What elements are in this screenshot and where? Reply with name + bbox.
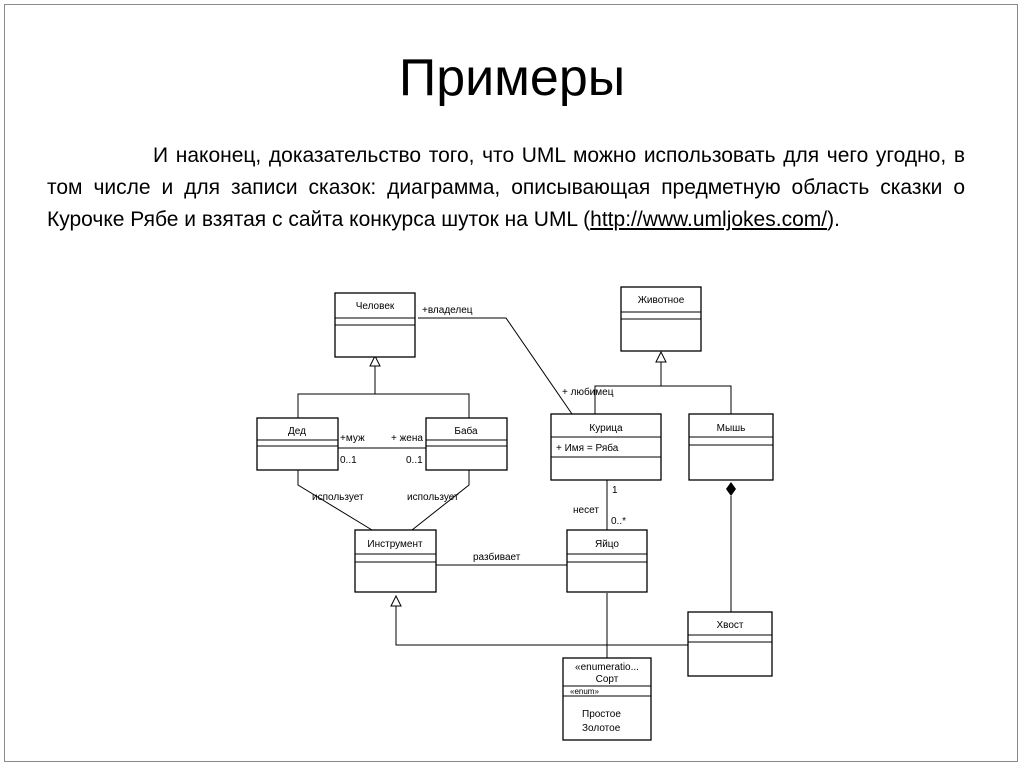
label-ispolzuet-baba: использует (407, 492, 459, 503)
class-name-zhivotnoe: Животное (638, 295, 685, 306)
class-name-mysh: Мышь (717, 423, 746, 434)
class-enum-tag-sort: «enum» (570, 687, 599, 696)
class-attr-kuritsa-name: + Имя = Ряба (556, 442, 619, 454)
uml-class-diagram: Человек Животное Дед Баба Курица + Имя =… (256, 286, 774, 741)
generalization-arrow-instrument (390, 594, 402, 607)
class-name-khvost: Хвост (716, 620, 743, 631)
intro-text: И наконец, доказательство того, что UML … (47, 144, 965, 231)
label-ispolzuet-ded: использует (312, 492, 364, 503)
generalization-arrow-zhivotnoe (655, 350, 667, 363)
class-kuritsa: Курица + Имя = Ряба (550, 413, 662, 481)
enum-value-zolotoe: Золотое (582, 723, 621, 734)
class-baba: Баба (425, 417, 508, 471)
class-mysh: Мышь (688, 413, 774, 481)
class-name-yaitso: Яйцо (595, 539, 619, 550)
role-zhena: + жена (391, 433, 423, 444)
composition-diamond (726, 482, 736, 496)
enum-value-prostoe: Простое (582, 709, 621, 720)
label-neset: несет (573, 505, 599, 516)
generalization-ded-chelovek (297, 364, 470, 418)
class-zhivotnoe: Животное (620, 286, 702, 352)
umljokes-link[interactable]: http://www.umljokes.com/ (590, 208, 828, 231)
multiplicity-ded: 0..1 (340, 455, 357, 466)
class-instrument: Инструмент (354, 529, 437, 593)
role-vladelets: +владелец (422, 305, 473, 316)
slide-title: Примеры (398, 49, 626, 107)
multiplicity-kuritsa: 1 (612, 485, 618, 496)
multiplicity-baba: 0..1 (406, 455, 423, 466)
generalization-arrow-chelovek (369, 354, 381, 367)
multiplicity-yaitso: 0..* (611, 516, 626, 527)
slide-frame (4, 4, 1018, 762)
class-name-chelovek: Человек (356, 301, 395, 312)
class-name-kuritsa: Курица (589, 423, 623, 434)
outro-text: ). (827, 208, 840, 231)
class-yaitso: Яйцо (566, 529, 648, 593)
dependency-baba-instrument (411, 470, 470, 531)
generalization-khvost-instrument (395, 604, 688, 646)
class-stereotype-sort: «enumeratio... (575, 662, 639, 673)
class-ded: Дед (256, 417, 339, 471)
class-khvost: Хвост (687, 611, 773, 677)
label-razbivaet: разбивает (473, 551, 521, 563)
role-muzh: +муж (340, 433, 365, 444)
class-sort: «enumeratio... Сорт «enum» Простое Золот… (562, 657, 652, 741)
class-chelovek: Человек (334, 292, 416, 358)
role-lyubimets: + любимец (562, 386, 614, 398)
class-name-instrument: Инструмент (367, 539, 423, 550)
intro-paragraph: И наконец, доказательство того, что UML … (47, 140, 965, 236)
association-vladelets (418, 317, 573, 415)
class-name-sort: Сорт (596, 674, 619, 685)
class-name-ded: Дед (288, 426, 306, 437)
class-name-baba: Баба (454, 425, 478, 437)
dependency-ded-instrument (297, 470, 373, 531)
generalization-animals (594, 360, 732, 414)
